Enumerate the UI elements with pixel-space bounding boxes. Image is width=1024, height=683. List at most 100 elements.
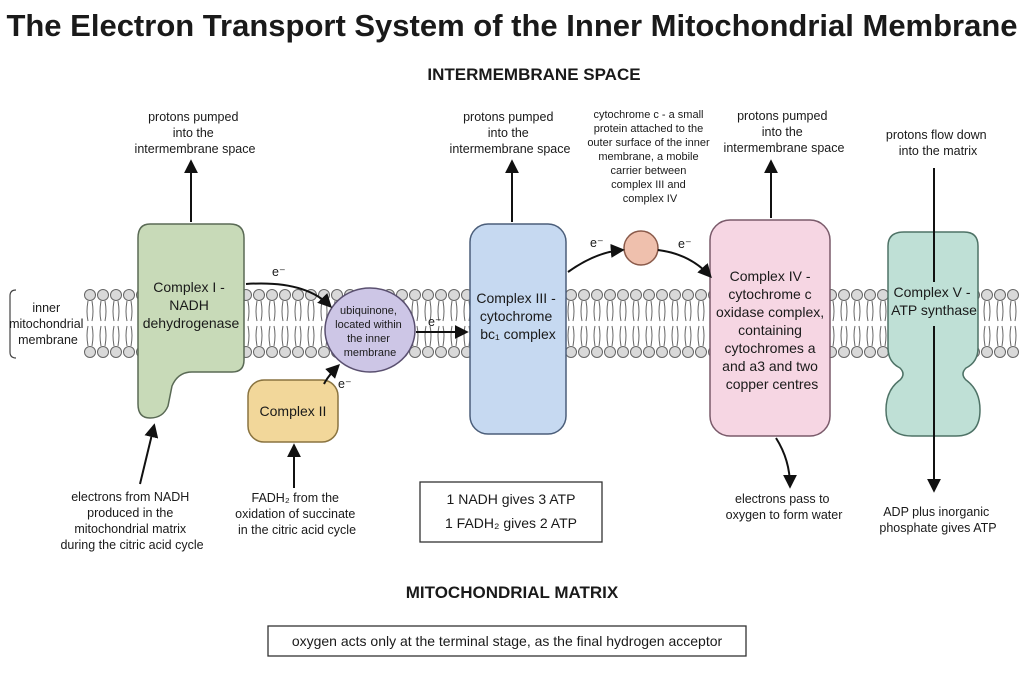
cytochrome-c-description-line: cytochrome c - a small	[593, 109, 703, 121]
complex-ii-shape	[247, 379, 339, 443]
protons-label-line: into the	[762, 125, 803, 139]
lipid-tail	[671, 300, 679, 322]
ubiquinone-label-line: located within	[335, 319, 402, 331]
complex-iii-shape	[469, 223, 567, 435]
protons-label-c5: protons flow down into the matrix	[886, 128, 990, 158]
lipid-tail	[632, 325, 640, 347]
lipid-tail	[99, 300, 107, 322]
complex-i-shape	[137, 223, 245, 419]
lipid-tail	[840, 325, 848, 347]
nadh-input-label-line: during the citric acid cycle	[60, 538, 203, 552]
lipid-head	[864, 346, 876, 358]
complex-iv-label-line: containing	[738, 322, 802, 338]
complex-iv-label-line: and a3 and two	[722, 358, 818, 374]
cytochrome-c-description-line: carrier between	[611, 165, 687, 177]
lipid-tail	[866, 300, 874, 322]
lipid-tail	[684, 325, 692, 347]
cytochrome-c-description-line: protein attached to the	[594, 123, 703, 135]
lipid-tail	[606, 325, 614, 347]
lipid-head	[643, 289, 655, 301]
lipid-head	[84, 346, 96, 358]
complex-i-label-line: NADH	[169, 297, 209, 313]
lipid-tail	[671, 325, 679, 347]
electron-symbol: e⁻	[428, 315, 442, 329]
lipid-tail	[658, 300, 666, 322]
cytochrome-c-description-line: complex IV	[623, 193, 678, 205]
lipid-head	[669, 346, 681, 358]
protons-label-line: intermembrane space	[135, 142, 256, 156]
cytochrome-c-shape	[623, 230, 659, 266]
lipid-head	[305, 346, 317, 358]
membrane-bracket	[9, 289, 17, 359]
intermembrane-space-label: INTERMEMBRANE SPACE	[427, 65, 640, 84]
lipid-head	[578, 289, 590, 301]
lipid-head	[1007, 289, 1019, 301]
lipid-tail	[996, 300, 1004, 322]
lipid-tail	[658, 325, 666, 347]
lipid-tail	[983, 300, 991, 322]
water-label: electrons pass to oxygen to form water	[726, 492, 843, 522]
lipid-head	[435, 289, 447, 301]
water-label-line: oxygen to form water	[726, 508, 843, 522]
complex-ii-label: Complex II	[260, 403, 327, 419]
lipid-tail	[697, 325, 705, 347]
lipid-head	[643, 346, 655, 358]
fadh-input-label-line: oxidation of succinate	[235, 507, 355, 521]
lipid-head	[591, 289, 603, 301]
ubiquinone-label: ubiquinone, located within the inner mem…	[335, 305, 405, 359]
nadh-input-label-line: produced in the	[87, 506, 173, 520]
atp-label-line: ADP plus inorganic	[883, 505, 989, 519]
lipid-tail	[1009, 325, 1017, 347]
lipid-tail	[840, 300, 848, 322]
lipid-head	[110, 289, 122, 301]
complex-i-label: Complex I - NADH dehydrogenase	[143, 279, 240, 331]
complex-iv-label-line: Complex IV -	[730, 268, 811, 284]
water-label-line: electrons pass to	[735, 492, 830, 506]
lipid-head	[409, 346, 421, 358]
complex-i-label-line: Complex I -	[153, 279, 225, 295]
footer-note: oxygen acts only at the terminal stage, …	[292, 633, 723, 649]
lipid-tail	[645, 300, 653, 322]
electron-arrow-cytc-c4	[657, 249, 712, 279]
lipid-tail	[125, 300, 133, 322]
cytochrome-c-description-line: membrane, a mobile	[598, 151, 698, 163]
complex-iv-label-line: cytochromes a	[725, 340, 816, 356]
lipid-head	[318, 346, 330, 358]
lipid-head	[994, 289, 1006, 301]
lipid-tail	[112, 325, 120, 347]
lipid-head	[591, 346, 603, 358]
complex-iv-shape	[709, 219, 831, 437]
lipid-head	[604, 346, 616, 358]
lipid-tail	[580, 300, 588, 322]
lipid-tail	[424, 300, 432, 322]
footer-box	[267, 625, 747, 657]
lipid-tail	[112, 300, 120, 322]
cytochrome-c-description: cytochrome c - a small protein attached …	[587, 109, 712, 205]
complex-v-label-line: Complex V -	[894, 284, 971, 300]
complex-iii-label-line: Complex III -	[476, 290, 556, 306]
lipid-tail	[866, 325, 874, 347]
lipid-tail	[307, 325, 315, 347]
lipid-tail	[255, 325, 263, 347]
complex-iv-label-line: oxidase complex,	[716, 304, 824, 320]
lipid-tail	[1009, 300, 1017, 322]
lipid-head	[292, 346, 304, 358]
complex-v-label: Complex V - ATP synthase	[891, 284, 977, 318]
ubiquinone-label-line: ubiquinone,	[340, 305, 397, 317]
lipid-head	[435, 346, 447, 358]
complex-i-label-line: dehydrogenase	[143, 315, 240, 331]
lipid-head	[266, 346, 278, 358]
lipid-tail	[645, 325, 653, 347]
lipid-tail	[606, 300, 614, 322]
lipid-head	[669, 289, 681, 301]
page-title: The Electron Transport System of the Inn…	[6, 8, 1017, 43]
complex-iv-label-line: copper centres	[726, 376, 819, 392]
lipid-head	[994, 346, 1006, 358]
protons-label-c1: protons pumped into the intermembrane sp…	[135, 110, 256, 156]
lipid-tail	[294, 300, 302, 322]
lipid-tail	[879, 300, 887, 322]
lipid-head	[448, 289, 460, 301]
lipid-head	[84, 289, 96, 301]
lipid-head	[617, 346, 629, 358]
